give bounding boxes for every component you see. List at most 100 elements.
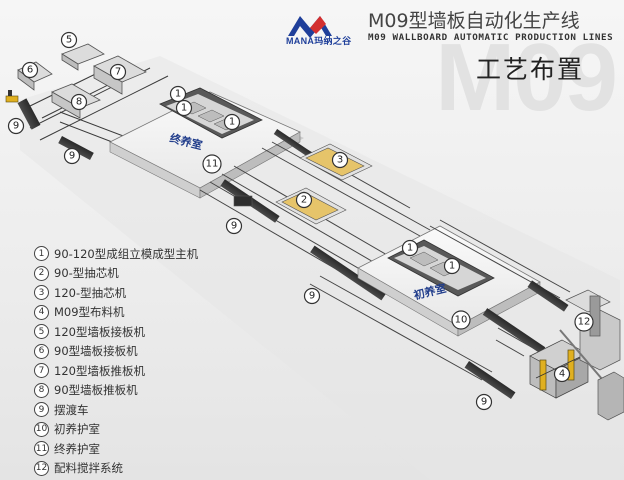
callout-c5: 5: [60, 31, 78, 49]
callout-circle: [475, 393, 493, 411]
callout-circle: [60, 31, 78, 49]
callout-number: 1: [229, 117, 235, 128]
legend-label: 90型墙板接板机: [54, 344, 138, 359]
callout-circle: [223, 113, 241, 131]
callout-circle: [451, 310, 471, 330]
legend-item: 2 90-型抽芯机: [34, 264, 198, 284]
legend-number-badge: 3: [34, 285, 49, 301]
callout-circle: [331, 151, 349, 169]
legend-number-badge: 9: [34, 402, 49, 418]
callout-circle: [63, 147, 81, 165]
callout-c1c: 1: [223, 113, 241, 131]
ferry-car-left-1: [17, 98, 41, 130]
legend-number-badge: 4: [34, 304, 49, 320]
callout-number: 12: [578, 317, 591, 328]
ferry-car-lower-2: [482, 308, 546, 354]
callout-c9e: 9: [475, 393, 493, 411]
callout-number: 9: [309, 291, 315, 302]
callout-circle: [169, 85, 187, 103]
callout-number: 9: [13, 121, 19, 132]
callout-c3: 3: [331, 151, 349, 169]
legend-label: 120-型抽芯机: [54, 285, 127, 300]
left-forklift: [5, 90, 19, 103]
callout-circle: [295, 191, 313, 209]
callout-circle: [225, 217, 243, 235]
ferry-car-center-2: [310, 245, 386, 301]
ferry-car-left-2: [58, 136, 94, 160]
callout-c9b: 9: [63, 147, 81, 165]
ferry-car-lower-1: [464, 361, 516, 399]
legend-item: 3 120-型抽芯机: [34, 283, 198, 303]
legend-label: 120型墙板接板机: [54, 324, 145, 339]
legend-label: 90型墙板推板机: [54, 383, 138, 398]
callout-circle: [401, 239, 419, 257]
callout-c7: 7: [109, 63, 127, 81]
callout-circle: [443, 257, 461, 275]
legend-number-badge: 7: [34, 363, 49, 379]
legend-number-badge: 5: [34, 324, 49, 340]
batching-mixing-system: [559, 289, 624, 421]
page-subtitle: 工艺布置: [476, 55, 585, 84]
mana-logo-icon: [288, 16, 332, 38]
callout-circle: [21, 61, 39, 79]
legend: 1 90-120型成组立模成型主机 2 90-型抽芯机 3 120-型抽芯机 4 M09型布料…: [34, 244, 198, 478]
legend-label: 120型墙板推板机: [54, 363, 145, 378]
legend-item: 1 90-120型成组立模成型主机: [34, 244, 198, 264]
callout-number: 2: [301, 195, 307, 206]
page-title-english: M09 WALLBOARD AUTOMATIC PRODUCTION LINES: [368, 32, 614, 43]
legend-label: 终养护室: [54, 441, 100, 456]
callout-c1d: 1: [401, 239, 419, 257]
legend-label: M09型布料机: [54, 305, 125, 320]
legend-number-badge: 2: [34, 265, 49, 281]
legend-label: 初养护室: [54, 422, 100, 437]
legend-number-badge: 1: [34, 246, 49, 262]
callout-number: 3: [337, 155, 343, 166]
callout-c10: 10: [451, 310, 471, 330]
legend-item: 4 M09型布料机: [34, 303, 198, 323]
legend-label: 摆渡车: [54, 402, 89, 417]
page-title: M09型墙板自动化生产线: [368, 10, 580, 32]
callout-c6: 6: [21, 61, 39, 79]
callout-number: 6: [27, 65, 33, 76]
legend-label: 配料搅拌系统: [54, 461, 123, 476]
callout-number: 9: [231, 221, 237, 232]
legend-item: 8 90型墙板推板机: [34, 381, 198, 401]
legend-number-badge: 8: [34, 382, 49, 398]
callout-number: 1: [407, 243, 413, 254]
callout-circle: [7, 117, 25, 135]
callout-circle: [303, 287, 321, 305]
legend-label: 90-型抽芯机: [54, 266, 119, 281]
callout-c1e: 1: [443, 257, 461, 275]
callout-number: 5: [66, 35, 72, 46]
callout-circle: [70, 93, 88, 111]
legend-number-badge: 6: [34, 343, 49, 359]
logo-text: MANA玛纳之谷: [286, 36, 352, 46]
callout-number: 1: [449, 261, 455, 272]
callout-circle: [109, 63, 127, 81]
callout-c9c: 9: [225, 217, 243, 235]
watermark-text: M09: [435, 24, 618, 131]
legend-item: 12 配料搅拌系统: [34, 459, 198, 479]
distribution-machine: [529, 339, 589, 399]
legend-item: 6 90型墙板接板机: [34, 342, 198, 362]
callout-circle: [202, 154, 222, 174]
callout-circle: [574, 312, 594, 332]
legend-item: 9 摆渡车: [34, 400, 198, 420]
callout-number: 9: [481, 397, 487, 408]
callout-c9d: 9: [303, 287, 321, 305]
callout-c4: 4: [553, 365, 571, 383]
callout-c12: 12: [574, 312, 594, 332]
callout-number: 7: [115, 67, 121, 78]
callout-number: 4: [559, 369, 565, 380]
legend-number-badge: 12: [34, 460, 49, 476]
callout-number: 1: [175, 89, 181, 100]
legend-label: 90-120型成组立模成型主机: [54, 246, 199, 261]
legend-item: 5 120型墙板接板机: [34, 322, 198, 342]
callout-c1b: 1: [175, 99, 193, 117]
callout-c9a: 9: [7, 117, 25, 135]
callout-number: 1: [181, 103, 187, 114]
